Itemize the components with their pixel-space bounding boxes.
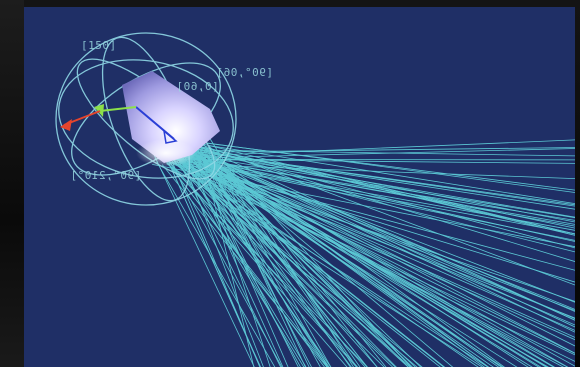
light-ray [179,163,575,179]
label-top-left: [150] [81,39,117,52]
light-ray [195,150,454,367]
light-ray [200,154,271,367]
axis-y-green[interactable] [99,106,137,112]
light-ray [169,164,262,367]
light-ray [153,152,575,319]
cone-light-source[interactable] [122,71,220,167]
light-ray [208,136,354,367]
light-ray [188,147,575,312]
light-ray [175,143,547,367]
light-ray [154,148,575,160]
light-ray [199,148,321,367]
light-rays [151,136,575,367]
axis-triad[interactable] [60,104,178,144]
light-ray [187,140,575,321]
light-ray [168,146,305,367]
light-ray [171,150,446,367]
light-ray [198,156,485,367]
scene-canvas[interactable] [24,7,575,367]
light-ray [201,164,575,241]
light-ray [189,140,575,191]
light-ray [202,163,413,367]
light-ray [185,144,575,328]
light-ray [172,156,575,338]
light-ray [159,139,575,158]
light-ray [166,163,483,367]
light-ray [158,149,575,219]
light-ray [186,149,569,367]
gimbal-outer-ring[interactable] [55,32,237,206]
light-ray [182,157,575,331]
gimbal-ring-secondary[interactable] [49,47,242,192]
light-ray [175,143,264,367]
light-ray [172,139,575,236]
light-ray [153,140,575,319]
light-ray [189,147,556,367]
light-ray [151,150,255,367]
light-ray [178,152,504,367]
light-ray [178,161,282,367]
cone-emission-glow [136,139,196,167]
cone-body[interactable] [122,71,220,163]
light-ray [172,154,396,367]
light-ray [209,161,310,367]
light-ray [159,137,575,347]
light-ray [189,147,575,223]
light-ray [173,143,307,367]
light-ray [156,161,276,367]
label-mid: [0,60] [176,80,219,93]
axis-z-arrow-icon [162,129,178,144]
light-ray [179,149,301,367]
light-ray [207,153,575,321]
label-bottom: [90°,210°] [70,169,142,182]
light-ray [192,144,575,262]
light-ray [155,141,441,367]
light-ray [177,152,575,253]
light-ray [209,158,575,161]
3d-viewport[interactable]: [150] [90°,06] [0,60] [90°,210°] [24,7,575,367]
light-ray [179,161,575,283]
label-top-right: [90°,06] [216,66,273,79]
axis-x-arrow-icon [60,119,72,131]
window-left-edge [0,0,24,367]
light-ray [165,152,575,227]
light-ray [208,145,575,204]
light-ray [160,141,409,367]
light-ray [201,157,575,303]
